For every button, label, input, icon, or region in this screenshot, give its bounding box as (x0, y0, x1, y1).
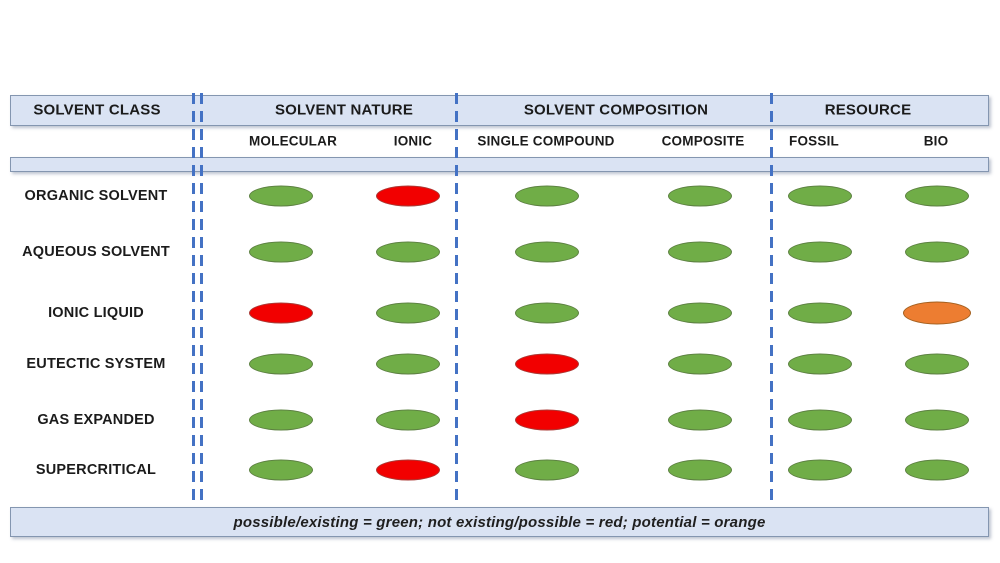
status-ellipse-green (515, 302, 579, 324)
row-label: AQUEOUS SOLVENT (22, 244, 170, 260)
status-ellipse-green (515, 459, 579, 481)
status-ellipse-green (249, 459, 313, 481)
header-band (10, 95, 989, 126)
row-label: IONIC LIQUID (48, 305, 144, 321)
status-ellipse-green (668, 459, 732, 481)
status-ellipse-green (905, 353, 969, 375)
status-ellipse-green (376, 241, 440, 263)
status-ellipse-green (788, 241, 852, 263)
status-ellipse-green (788, 353, 852, 375)
dashed-separator-composition-resource (770, 93, 773, 505)
status-ellipse-green (515, 185, 579, 207)
column-fossil: FOSSIL (789, 133, 839, 149)
status-ellipse-green (788, 302, 852, 324)
row-label: SUPERCRITICAL (35, 462, 157, 478)
header-solvent-class: SOLVENT CLASS (33, 101, 161, 119)
column-single-compound: SINGLE COMPOUND (477, 133, 615, 149)
header-solvent-composition: SOLVENT COMPOSITION (523, 101, 709, 119)
row-label: EUTECTIC SYSTEM (26, 356, 166, 372)
status-ellipse-green (905, 409, 969, 431)
status-ellipse-green (376, 409, 440, 431)
legend-bar: possible/existing = green; not existing/… (10, 507, 989, 537)
dashed-separator-nature-composition (455, 93, 458, 505)
status-ellipse-green (668, 409, 732, 431)
status-ellipse-green (668, 185, 732, 207)
status-ellipse-red (515, 409, 579, 431)
column-ionic: IONIC (393, 133, 433, 149)
status-ellipse-red (376, 459, 440, 481)
status-ellipse-green (668, 302, 732, 324)
status-ellipse-red (515, 353, 579, 375)
status-ellipse-green (788, 409, 852, 431)
status-ellipse-green (376, 353, 440, 375)
column-composite: COMPOSITE (661, 133, 745, 149)
column-bio: BIO (923, 133, 949, 149)
status-ellipse-green (249, 353, 313, 375)
status-ellipse-green (788, 185, 852, 207)
status-ellipse-green (249, 185, 313, 207)
status-ellipse-red (376, 185, 440, 207)
status-ellipse-green (668, 353, 732, 375)
row-label: GAS EXPANDED (37, 412, 155, 428)
status-ellipse-red (249, 302, 313, 324)
legend-text: possible/existing = green; not existing/… (233, 513, 766, 531)
status-ellipse-green (249, 241, 313, 263)
column-molecular: MOLECULAR (248, 133, 338, 149)
status-ellipse-green (515, 241, 579, 263)
status-ellipse-green (905, 459, 969, 481)
status-ellipse-green (905, 241, 969, 263)
status-ellipse-orange (903, 301, 971, 325)
row-label: ORGANIC SOLVENT (24, 188, 168, 204)
dashed-separator-class-left (192, 93, 195, 505)
header-resource: RESOURCE (824, 101, 912, 119)
status-ellipse-green (249, 409, 313, 431)
dashed-separator-class-right (200, 93, 203, 505)
status-ellipse-green (668, 241, 732, 263)
header-solvent-nature: SOLVENT NATURE (274, 101, 414, 119)
status-ellipse-green (376, 302, 440, 324)
status-ellipse-green (905, 185, 969, 207)
divider-band (10, 157, 989, 172)
status-ellipse-green (788, 459, 852, 481)
